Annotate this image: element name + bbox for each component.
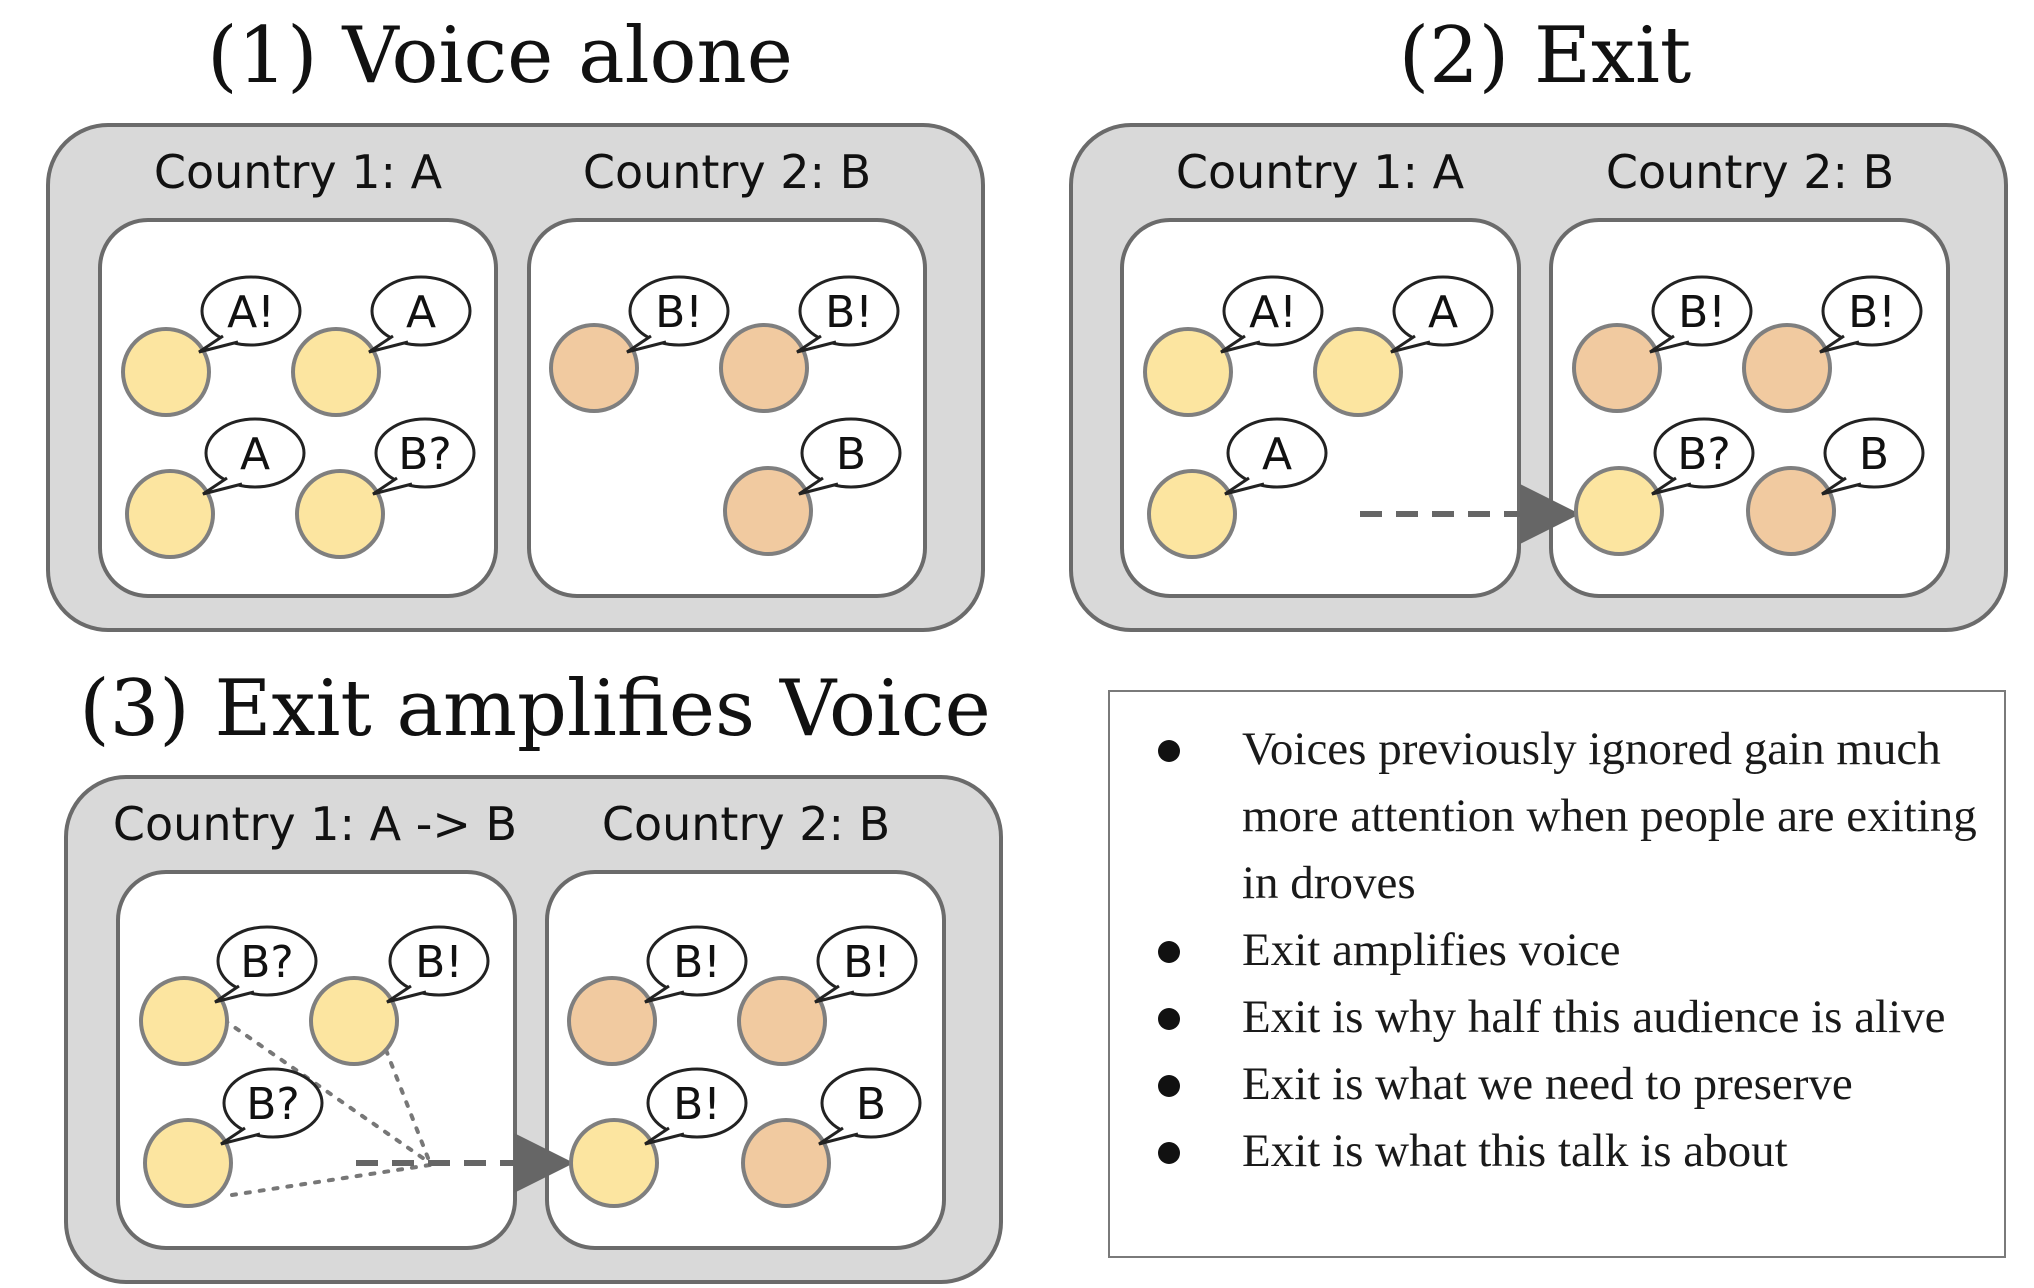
panel-title: (3) Exit amplifies Voice — [79, 664, 991, 754]
bullet-list-box: Voices previously ignored gain much more… — [1108, 690, 2006, 1258]
bullet-text: Voices previously ignored gain much more… — [1242, 723, 1977, 909]
person-b: B! — [1742, 275, 1923, 413]
person-a: A — [1313, 275, 1494, 417]
speech-bubble-text: B? — [1677, 429, 1731, 480]
bullet-dot-icon — [1158, 1075, 1180, 1097]
speech-bubble-text: B! — [673, 1079, 721, 1130]
person-a: A! — [121, 275, 302, 417]
bullet-dot-icon — [1158, 941, 1180, 963]
person-b: B! — [719, 275, 900, 413]
speech-bubble-text: A — [1428, 287, 1458, 338]
country-label: Country 2: B — [1606, 145, 1894, 199]
speech-bubble-text: B? — [240, 937, 294, 988]
person-b: B — [741, 1067, 922, 1208]
person-migrant: B! — [569, 1067, 748, 1208]
country-label: Country 2: B — [583, 145, 871, 199]
person-a: A — [291, 275, 472, 417]
country-label: Country 1: A -> B — [113, 797, 517, 851]
panel-exit: (2) Exit Country 1: A Country 2: B A! A … — [1069, 11, 2008, 632]
speech-bubble-text: B — [856, 1079, 886, 1130]
speech-bubble-text: B? — [246, 1079, 300, 1130]
bullet-text: Exit is why half this audience is alive — [1242, 991, 1946, 1043]
bullet-text: Exit is what we need to preserve — [1242, 1058, 1853, 1110]
speech-bubble-text: B — [836, 429, 866, 480]
bullet-dot-icon — [1158, 740, 1180, 762]
speech-bubble-text: B! — [825, 287, 873, 338]
speech-bubble-text: B! — [843, 937, 891, 988]
bullet-item: Voices previously ignored gain much more… — [1110, 716, 1984, 917]
person-b: B! — [567, 925, 748, 1066]
speech-bubble-text: B! — [655, 287, 703, 338]
person-a: B? — [139, 925, 318, 1066]
panel-exit-amplifies-voice: (3) Exit amplifies Voice Country 1: A ->… — [64, 664, 1003, 1284]
speech-bubble-text: A — [1262, 429, 1292, 480]
country-label: Country 2: B — [602, 797, 890, 851]
bullet-list: Voices previously ignored gain much more… — [1110, 692, 2004, 1185]
panel-voice-alone: (1) Voice alone Country 1: A Country 2: … — [46, 11, 985, 632]
bullet-item: Exit amplifies voice — [1110, 917, 1984, 984]
country-label: Country 1: A — [1176, 145, 1465, 199]
person-b: B — [723, 417, 902, 556]
speech-bubble-text: B! — [415, 937, 463, 988]
speech-bubble-text: A — [240, 429, 270, 480]
speech-bubble-text: B? — [398, 429, 452, 480]
person-a: B? — [295, 417, 476, 559]
person-b: B — [1746, 417, 1925, 556]
speech-bubble-text: B — [1859, 429, 1889, 480]
person-a: B! — [309, 925, 490, 1066]
panel-title: (1) Voice alone — [207, 11, 793, 101]
speech-bubble-text: B! — [673, 937, 721, 988]
person-a: A — [125, 417, 306, 559]
speech-bubble-text: B! — [1678, 287, 1726, 338]
influence-lines — [222, 1018, 432, 1197]
bullet-text: Exit amplifies voice — [1242, 924, 1621, 976]
bullet-item: Exit is what this talk is about — [1110, 1118, 1984, 1185]
person-a: A! — [1143, 275, 1324, 417]
bullet-dot-icon — [1158, 1008, 1180, 1030]
person-b: B! — [1572, 275, 1753, 413]
person-a: B? — [143, 1067, 324, 1208]
person-migrant: B? — [1574, 417, 1755, 556]
bullet-item: Exit is why half this audience is alive — [1110, 984, 1984, 1051]
person-b: B! — [737, 925, 918, 1066]
bullet-text: Exit is what this talk is about — [1242, 1125, 1788, 1177]
speech-bubble-text: A! — [227, 287, 275, 338]
speech-bubble-text: B! — [1848, 287, 1896, 338]
speech-bubble-text: A! — [1249, 287, 1297, 338]
person-a: A — [1147, 417, 1328, 559]
country-label: Country 1: A — [154, 145, 443, 199]
bullet-dot-icon — [1158, 1142, 1180, 1164]
speech-bubble-text: A — [406, 287, 436, 338]
panel-title: (2) Exit — [1399, 11, 1692, 101]
bullet-item: Exit is what we need to preserve — [1110, 1051, 1984, 1118]
person-b: B! — [549, 275, 730, 413]
